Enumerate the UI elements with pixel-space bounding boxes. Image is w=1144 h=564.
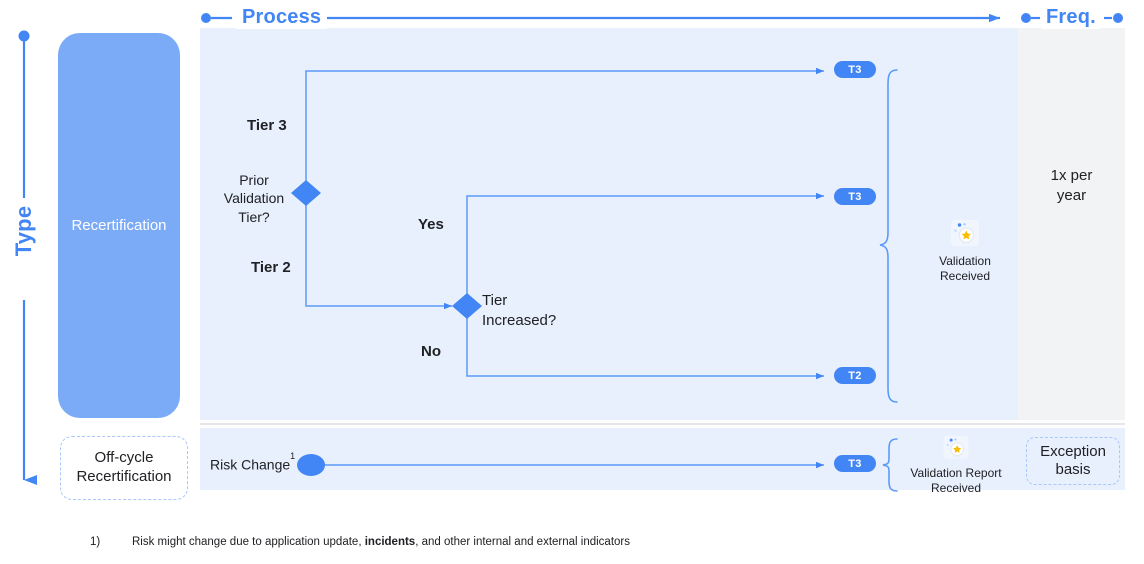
endpoint-caption: Validation Report Received <box>900 466 1012 497</box>
offcycle-label: Off-cycle Recertification <box>76 449 171 487</box>
endpoint-caption-line2: Received <box>930 481 982 496</box>
process-panel-offcycle <box>200 428 1018 490</box>
decision2-line1: Tier <box>482 292 508 309</box>
endpoint-caption: Validation Received <box>918 254 1012 285</box>
decision1-line2: Validation <box>223 190 285 207</box>
panel-divider <box>200 423 1125 425</box>
exception-basis-label: Exception basis <box>1040 443 1106 479</box>
risk-change-text: Risk Change <box>210 456 291 473</box>
branch-label-tier-2: Tier 2 <box>251 259 291 276</box>
footnote-emphasis: incidents <box>364 536 416 548</box>
recertification-type-block[interactable]: Recertification <box>58 33 180 418</box>
frequency-axis-label: Freq. <box>1042 6 1100 29</box>
endpoint-caption-line1: Validation <box>939 254 991 268</box>
endpoint-caption-line2: Received <box>939 269 991 284</box>
branch-label-tier-3: Tier 3 <box>247 117 287 134</box>
tier-badge-t3-offcycle[interactable]: T3 <box>834 455 876 472</box>
freq-main-line2: year <box>1056 186 1087 204</box>
endpoint-validation-received: Validation Received <box>918 218 1012 285</box>
offcycle-label-line2: Recertification <box>76 468 172 485</box>
decision-label-prior-validation-tier: Prior Validation Tier? <box>215 171 293 226</box>
process-panel-recertification <box>200 28 1018 420</box>
tier-badge-t2-bottom[interactable]: T2 <box>834 367 876 384</box>
frequency-recertification-value: 1x per year <box>1018 166 1125 205</box>
frequency-offcycle-value[interactable]: Exception basis <box>1026 437 1120 485</box>
footnote-text-before: Risk might change due to application upd… <box>132 536 365 548</box>
footnote: 1) Risk might change due to application u… <box>90 536 630 548</box>
endpoint-caption-line1: Validation Report <box>910 466 1002 480</box>
tier-badge-t3-top[interactable]: T3 <box>834 61 876 78</box>
footnote-text-after: , and other internal and external indica… <box>415 536 631 548</box>
branch-label-yes: Yes <box>418 216 444 233</box>
type-axis-label: Type <box>11 205 36 257</box>
recertification-label: Recertification <box>71 217 167 234</box>
decision1-line3: Tier? <box>238 208 270 225</box>
decision1-line1: Prior <box>239 172 269 188</box>
award-star-icon <box>943 435 969 459</box>
freq-offcycle-line2: basis <box>1055 461 1091 478</box>
frequency-panel-recertification <box>1018 28 1125 420</box>
freq-offcycle-line1: Exception <box>1040 443 1106 460</box>
tier-badge-t3-middle[interactable]: T3 <box>834 188 876 205</box>
offcycle-label-line1: Off-cycle <box>94 449 154 467</box>
freq-main-line1: 1x per <box>1050 167 1093 184</box>
risk-change-trigger-label: Risk Change1 <box>210 451 295 473</box>
footnote-marker: 1) <box>90 536 101 548</box>
endpoint-validation-report-received: Validation Report Received <box>900 434 1012 497</box>
offcycle-recertification-type-block[interactable]: Off-cycle Recertification <box>60 436 188 500</box>
risk-change-footnote-marker: 1 <box>290 451 296 462</box>
decision2-line2: Increased? <box>482 311 557 329</box>
branch-label-no: No <box>421 343 441 360</box>
process-axis-label: Process <box>236 6 328 29</box>
award-star-icon <box>951 220 979 246</box>
decision-label-tier-increased: Tier Increased? <box>482 291 586 331</box>
